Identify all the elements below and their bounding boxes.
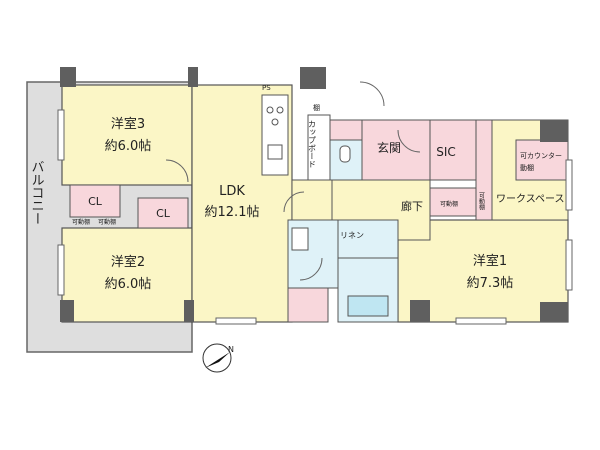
- linen-area: [337, 219, 399, 259]
- workspace-label: ワークスペース: [496, 193, 565, 205]
- western3-name: 洋室3: [111, 116, 145, 132]
- window: [455, 317, 507, 325]
- counter-shelf-area: [515, 139, 569, 181]
- door-swing: [283, 191, 305, 213]
- wall-column: [540, 120, 568, 142]
- bathtub: [347, 295, 389, 317]
- kitchen-counter: [261, 94, 289, 176]
- wall-column: [60, 67, 76, 87]
- shelf-label-1: 可動棚: [72, 218, 90, 226]
- door-swing: [299, 257, 323, 281]
- western1-area: 約7.3帖: [467, 276, 514, 291]
- workspace-shelf-area: [475, 119, 493, 221]
- window: [57, 109, 65, 161]
- window: [565, 159, 573, 211]
- sic-label: SIC: [436, 145, 456, 159]
- wall-column: [300, 67, 326, 89]
- svg-text:N: N: [228, 345, 234, 354]
- hallway-label: 廊下: [401, 199, 423, 213]
- stove-burner: [266, 106, 274, 114]
- closet-left: [69, 184, 121, 218]
- ldk-name: LDK: [219, 184, 245, 199]
- room-western2: [61, 227, 193, 323]
- toilet-fixture: [339, 145, 351, 163]
- ldk-area: 約12.1帖: [205, 205, 260, 220]
- cl-right-label: CL: [156, 207, 171, 220]
- linen-label: リネン: [340, 231, 364, 240]
- western2-area: 約6.0帖: [105, 277, 152, 292]
- window: [57, 244, 65, 296]
- entrance-label: 玄関: [377, 140, 401, 155]
- western1-name: 洋室1: [473, 253, 507, 269]
- wall-column: [60, 300, 74, 322]
- balcony-label: バルコニー: [29, 160, 45, 225]
- cl-left-label: CL: [88, 195, 103, 208]
- western3-area: 約6.0帖: [105, 139, 152, 154]
- sink: [267, 144, 283, 160]
- stove-burner: [276, 106, 284, 114]
- pipe-label: PS: [262, 84, 271, 92]
- compass-icon: N: [202, 343, 234, 373]
- closet-right: [137, 197, 189, 229]
- wall-column: [540, 302, 568, 322]
- washbasin: [291, 227, 309, 251]
- stove-burner: [271, 118, 279, 126]
- shoe-area: [329, 119, 363, 141]
- wall-column: [184, 300, 194, 322]
- counter-shelf-label: 動棚: [520, 163, 534, 172]
- laundry-area: [287, 287, 329, 323]
- door-swing: [165, 159, 189, 183]
- hall-shelf-area: [429, 187, 477, 217]
- door-swing: [397, 129, 421, 153]
- cupboard-area: [307, 114, 331, 181]
- room-western3: [61, 84, 193, 186]
- window: [565, 239, 573, 291]
- cupboard-label: カップボード: [308, 120, 317, 168]
- western2-name: 洋室2: [111, 254, 145, 270]
- workspace-shelf-label: 可動棚: [478, 192, 485, 211]
- shelf-small-label: 棚: [313, 103, 320, 112]
- door-swing: [359, 81, 385, 107]
- window: [215, 317, 257, 325]
- sic-area: [429, 119, 477, 181]
- wall-column: [410, 300, 430, 322]
- hall-shelf-label: 可動棚: [440, 200, 458, 208]
- corridor-strip: [291, 179, 333, 221]
- shelf-label-2: 可動棚: [98, 218, 116, 226]
- counter-label: 可カウンター: [520, 151, 562, 160]
- wall-column: [188, 67, 198, 87]
